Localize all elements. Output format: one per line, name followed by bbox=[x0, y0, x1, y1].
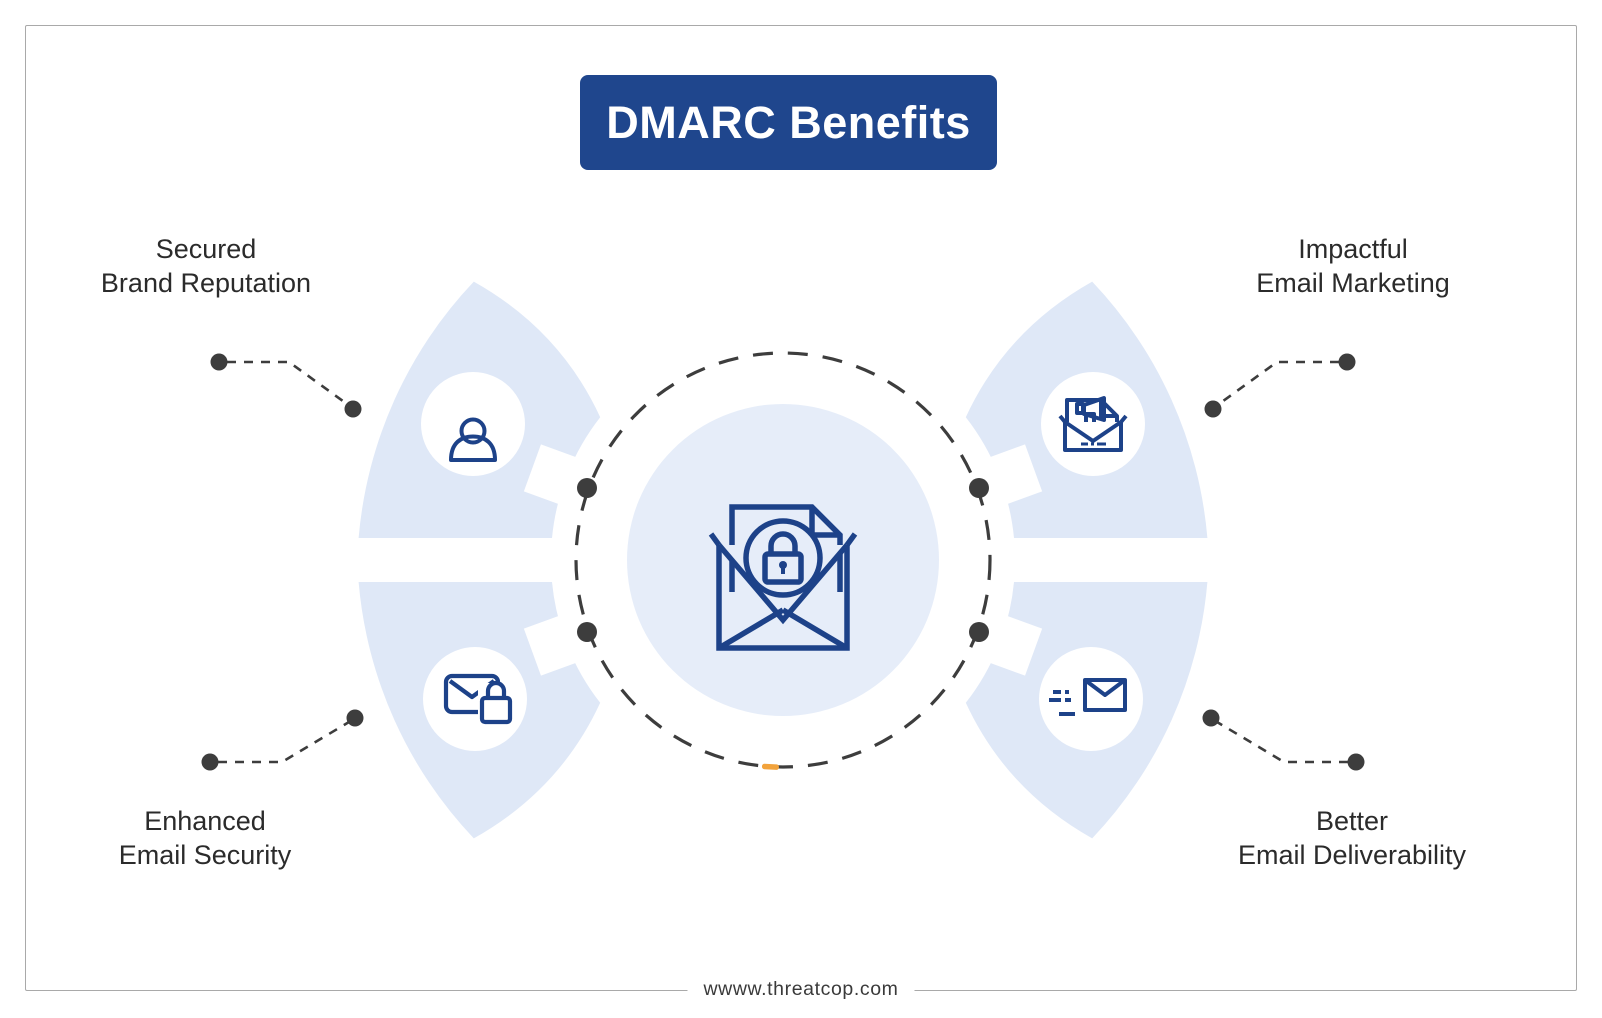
connector-dot bbox=[210, 353, 228, 371]
ring-dot bbox=[577, 622, 597, 642]
benefit-line-1: Secured bbox=[155, 234, 257, 264]
lock-shackle bbox=[768, 531, 798, 554]
benefit-line-1: Enhanced bbox=[144, 806, 266, 836]
envelope-lock-icon bbox=[423, 647, 527, 751]
title-banner: DMARC Benefits bbox=[580, 75, 997, 170]
document-fold bbox=[1099, 400, 1117, 418]
lock-body bbox=[479, 695, 513, 725]
right-connectors bbox=[1201, 352, 1366, 772]
ring-accent-dash bbox=[761, 763, 779, 770]
benefit-line-2: Email Security bbox=[118, 840, 292, 870]
connector-line bbox=[227, 360, 348, 406]
connector-line bbox=[218, 720, 350, 764]
envelope-inner-diagonals bbox=[717, 607, 849, 651]
benefit-label-secured-brand-reputation: Secured Brand Reputation bbox=[26, 232, 386, 300]
lock-shackle bbox=[485, 680, 507, 698]
dashed-ring bbox=[574, 351, 992, 769]
envelope-body bbox=[1063, 422, 1123, 452]
speeding-envelope-icon bbox=[1039, 647, 1143, 751]
envelope-corner-flicks bbox=[1058, 414, 1128, 424]
envelope-body bbox=[716, 545, 850, 651]
footer-url: wwww.threatcop.com bbox=[687, 978, 915, 1001]
right-wing-shape bbox=[965, 281, 1208, 839]
envelope-megaphone-icon bbox=[1041, 372, 1145, 476]
connector-dot bbox=[346, 709, 364, 727]
benefit-label-impactful-email-marketing: Impactful Email Marketing bbox=[1173, 232, 1533, 300]
benefit-line-2: Email Marketing bbox=[1256, 268, 1450, 298]
envelope-flap bbox=[1063, 420, 1123, 443]
ring-dots bbox=[577, 478, 989, 642]
benefit-line-1: Better bbox=[1315, 806, 1389, 836]
icon-disc bbox=[421, 372, 525, 476]
ring-dot bbox=[969, 478, 989, 498]
envelope-flap bbox=[1083, 678, 1127, 697]
envelope-corner-flicks bbox=[708, 532, 858, 547]
benefit-line-1: Impactful bbox=[1298, 234, 1408, 264]
megaphone-back bbox=[1075, 402, 1085, 415]
flap-lines bbox=[716, 543, 850, 625]
wing-notch bbox=[523, 611, 588, 676]
ring-dot bbox=[577, 478, 597, 498]
left-wing-shape bbox=[358, 281, 601, 839]
page-title: DMARC Benefits bbox=[606, 96, 971, 148]
benefit-line-2: Email Deliverability bbox=[1237, 840, 1467, 870]
envelope-outline bbox=[1083, 678, 1127, 712]
connector-dot bbox=[344, 400, 362, 418]
person-three-stars-icon bbox=[421, 372, 525, 476]
open-envelope-secure-document-icon bbox=[708, 504, 858, 651]
benefit-label-better-email-deliverability: Better Email Deliverability bbox=[1172, 804, 1532, 872]
left-connectors bbox=[201, 353, 364, 771]
person-head bbox=[459, 417, 487, 445]
benefit-line-2: Brand Reputation bbox=[100, 268, 312, 298]
ring-dot bbox=[969, 622, 989, 642]
connector-dot bbox=[201, 753, 219, 771]
benefit-label-enhanced-email-security: Enhanced Email Security bbox=[25, 804, 385, 872]
icon-disc bbox=[1039, 647, 1143, 751]
person-shoulders bbox=[449, 434, 497, 462]
wing-notch bbox=[523, 444, 588, 509]
speed-lines bbox=[1049, 690, 1075, 716]
